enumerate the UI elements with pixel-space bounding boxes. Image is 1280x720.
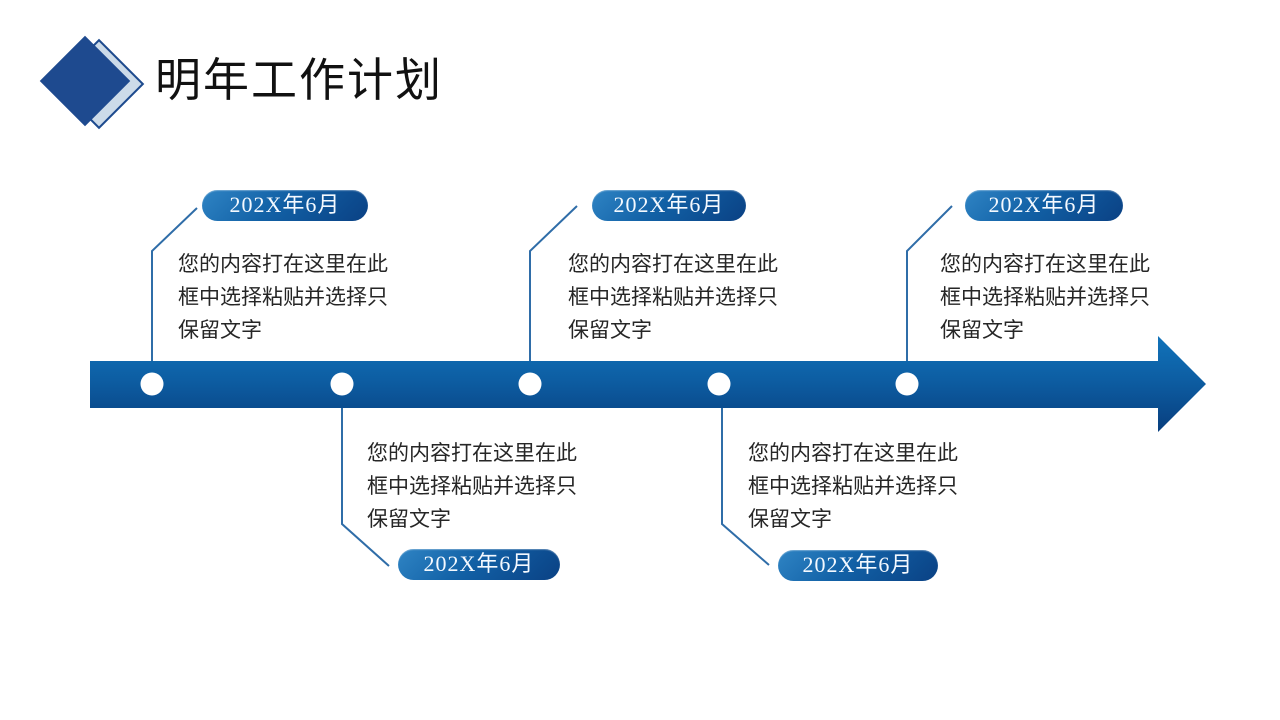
- timeline-dot-2: [330, 372, 354, 396]
- timeline-dot-5: [895, 372, 919, 396]
- item-text-5: 您的内容打在这里在此 框中选择粘贴并选择只 保留文字: [940, 248, 1180, 347]
- text-line: 您的内容打在这里在此: [748, 441, 958, 465]
- text-line: 保留文字: [748, 507, 832, 531]
- text-line: 框中选择粘贴并选择只: [748, 474, 958, 498]
- connector-line-3: [529, 205, 578, 362]
- connector-line-1: [151, 207, 198, 362]
- text-line: 框中选择粘贴并选择只: [940, 285, 1150, 309]
- text-line: 您的内容打在这里在此: [178, 252, 388, 276]
- item-text-2: 您的内容打在这里在此 框中选择粘贴并选择只 保留文字: [367, 437, 607, 536]
- text-line: 保留文字: [367, 507, 451, 531]
- text-line: 您的内容打在这里在此: [568, 252, 778, 276]
- item-text-4: 您的内容打在这里在此 框中选择粘贴并选择只 保留文字: [748, 437, 988, 536]
- date-badge-2: 202X年6月: [398, 549, 560, 580]
- timeline-dot-3: [518, 372, 542, 396]
- text-line: 保留文字: [178, 318, 262, 342]
- timeline-dot-4: [707, 372, 731, 396]
- item-text-1: 您的内容打在这里在此 框中选择粘贴并选择只 保留文字: [178, 248, 418, 347]
- timeline-arrow: [90, 336, 1206, 432]
- text-line: 保留文字: [568, 318, 652, 342]
- connector-line-2: [341, 406, 390, 567]
- date-badge-4: 202X年6月: [778, 550, 938, 581]
- text-line: 框中选择粘贴并选择只: [367, 474, 577, 498]
- timeline-dot-1: [140, 372, 164, 396]
- date-badge-5: 202X年6月: [965, 190, 1123, 221]
- text-line: 您的内容打在这里在此: [367, 441, 577, 465]
- date-badge-1: 202X年6月: [202, 190, 368, 221]
- text-line: 框中选择粘贴并选择只: [178, 285, 388, 309]
- connector-line-5: [906, 205, 953, 362]
- text-line: 您的内容打在这里在此: [940, 252, 1150, 276]
- connector-line-4: [721, 406, 770, 566]
- text-line: 框中选择粘贴并选择只: [568, 285, 778, 309]
- date-badge-3: 202X年6月: [592, 190, 746, 221]
- text-line: 保留文字: [940, 318, 1024, 342]
- page-title: 明年工作计划: [155, 55, 443, 106]
- item-text-3: 您的内容打在这里在此 框中选择粘贴并选择只 保留文字: [568, 248, 808, 347]
